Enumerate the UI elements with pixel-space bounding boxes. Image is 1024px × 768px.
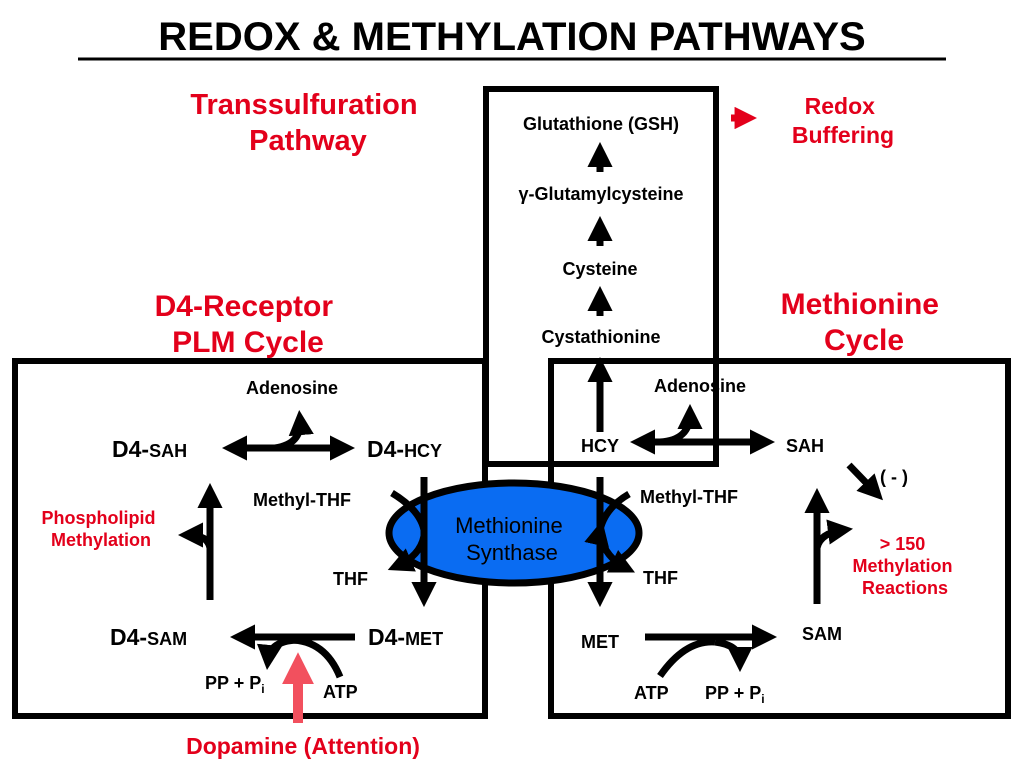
redox-buffering-label: Redox Buffering <box>792 93 894 148</box>
d4-cycle-arrows <box>177 409 437 679</box>
d4-thf-label: THF <box>333 569 368 589</box>
cysteine-label: Cysteine <box>562 259 637 279</box>
dopamine-label: Dopamine (Attention) <box>186 733 420 759</box>
gsh-label: Glutathione (GSH) <box>523 114 679 134</box>
d4-methyl-thf-label: Methyl-THF <box>253 490 351 510</box>
methionine-cycle-heading: Methionine Cycle <box>781 288 948 357</box>
phospholipid-methylation-label: Phospholipid Methylation <box>41 508 160 550</box>
d4-cycle-heading: D4-Receptor PLM Cycle <box>155 290 342 359</box>
inhibition-label: ( - ) <box>880 467 908 487</box>
sam-label: SAM <box>802 624 842 644</box>
methylation-reactions-label: > 150 Methylation Reactions <box>852 534 957 598</box>
met-thf-label: THF <box>643 568 678 588</box>
sah-label: SAH <box>786 436 824 456</box>
d4-hcy-label: D4-HCY <box>367 436 442 462</box>
transsulfuration-heading: Transsulfuration Pathway <box>190 89 425 157</box>
methionine-synthase-label: Methionine Synthase <box>455 513 569 565</box>
met-label: MET <box>581 632 619 652</box>
methionine-cycle-arrows <box>584 403 883 679</box>
d4-atp-label: ATP <box>323 682 358 702</box>
transsulfuration-box <box>483 86 719 467</box>
hcy-label: HCY <box>581 436 619 456</box>
methionine-synthase-enzyme <box>385 479 643 587</box>
d4-sam-label: D4-SAM <box>110 624 187 650</box>
met-methyl-thf-label: Methyl-THF <box>640 487 738 507</box>
d4-sah-label: D4-SAH <box>112 436 187 462</box>
met-adenosine-label: Adenosine <box>654 376 746 396</box>
page-title: REDOX & METHYLATION PATHWAYS <box>158 15 865 59</box>
met-pp-pi-label: PP + Pi <box>705 683 765 706</box>
met-atp-label: ATP <box>634 683 669 703</box>
d4-met-label: D4-MET <box>368 624 443 650</box>
glutamylcysteine-label: γ-Glutamylcysteine <box>518 184 683 204</box>
d4-adenosine-label: Adenosine <box>246 378 338 398</box>
d4-pp-pi-label: PP + Pi <box>205 673 265 696</box>
cystathionine-label: Cystathionine <box>541 327 660 347</box>
